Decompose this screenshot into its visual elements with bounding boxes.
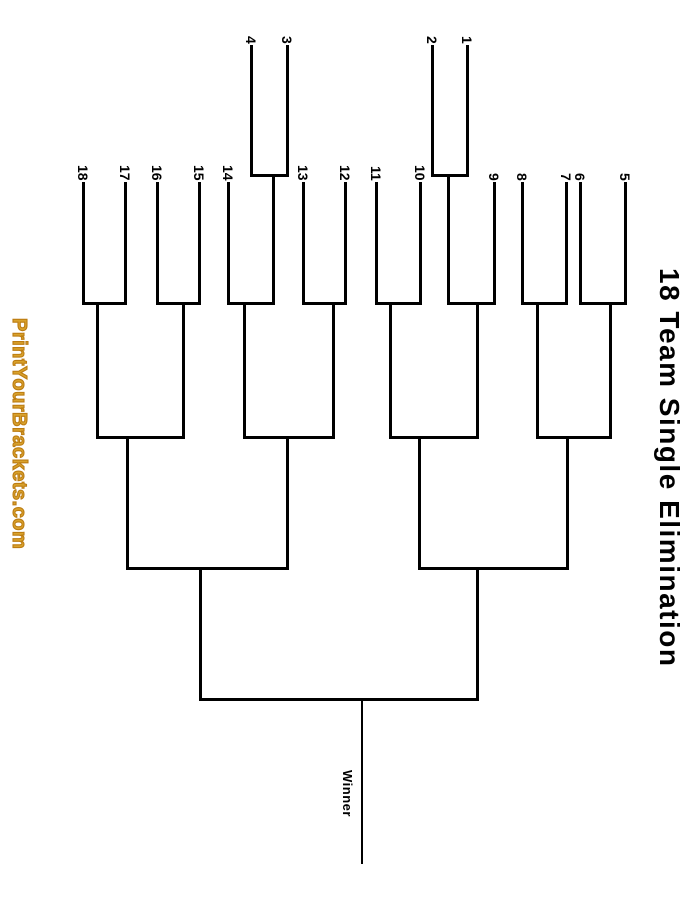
seed-label-2: 2	[424, 36, 440, 44]
seed-label-18: 18	[75, 165, 91, 181]
bracket-line	[430, 44, 434, 177]
bracket-line	[155, 301, 201, 305]
winner-label: Winner	[340, 770, 355, 817]
bracket-line	[564, 181, 568, 305]
bracket-line	[198, 566, 202, 701]
bracket-line	[343, 181, 347, 305]
bracket-line	[125, 566, 289, 570]
seed-label-1: 1	[459, 36, 475, 44]
seed-label-9: 9	[486, 173, 502, 181]
bracket-line	[565, 435, 569, 570]
bracket-line	[249, 44, 253, 177]
seed-label-13: 13	[295, 165, 311, 181]
seed-label-5: 5	[617, 173, 633, 181]
bracket-line	[226, 181, 230, 305]
bracket-line	[95, 301, 99, 439]
bracket-line	[271, 173, 275, 305]
bracket-line	[475, 301, 479, 439]
seed-label-4: 4	[243, 36, 259, 44]
bracket-line	[535, 301, 539, 439]
bracket-line	[578, 181, 582, 305]
bracket-line	[301, 181, 305, 305]
bracket-line	[388, 435, 479, 439]
bracket-line	[430, 173, 469, 177]
seed-label-16: 16	[149, 165, 165, 181]
bracket-line	[492, 181, 496, 305]
seed-label-17: 17	[117, 165, 133, 181]
seed-label-6: 6	[572, 173, 588, 181]
bracket-line	[623, 181, 627, 305]
bracket-line	[301, 301, 347, 305]
bracket-line	[374, 181, 378, 305]
bracket-line	[578, 301, 627, 305]
bracket-line	[123, 181, 127, 305]
bracket-line	[388, 301, 392, 439]
bracket-line	[608, 301, 612, 439]
watermark-printyourbrackets: PrintYourBrackets.com	[7, 317, 30, 550]
bracket-line	[285, 435, 289, 570]
bracket-line	[535, 435, 612, 439]
bracket-line	[361, 698, 363, 864]
bracket-title: 18 Team Single Elimination	[654, 268, 685, 668]
bracket-line	[181, 301, 185, 439]
seed-label-14: 14	[220, 165, 236, 181]
bracket-line	[417, 566, 569, 570]
bracket-line	[197, 181, 201, 305]
seed-label-7: 7	[558, 173, 574, 181]
bracket-line	[81, 181, 85, 305]
bracket-line	[285, 44, 289, 177]
bracket-line	[520, 301, 568, 305]
bracket-line	[198, 697, 479, 701]
bracket-line	[418, 181, 422, 305]
bracket-line	[242, 301, 246, 439]
seed-label-3: 3	[279, 36, 295, 44]
bracket-line	[374, 301, 422, 305]
bracket-line	[331, 301, 335, 439]
bracket-line	[475, 566, 479, 701]
seed-label-12: 12	[337, 165, 353, 181]
bracket-line	[81, 301, 127, 305]
bracket-line	[446, 301, 496, 305]
bracket-line	[125, 435, 129, 570]
bracket-line	[465, 44, 469, 177]
bracket-line	[155, 181, 159, 305]
bracket-line	[249, 173, 289, 177]
seed-label-15: 15	[191, 165, 207, 181]
bracket-line	[95, 435, 185, 439]
seed-label-8: 8	[514, 173, 530, 181]
bracket-line	[417, 435, 421, 570]
bracket-line	[226, 301, 275, 305]
bracket-line	[446, 173, 450, 305]
seed-label-11: 11	[368, 166, 384, 181]
bracket-line	[520, 181, 524, 305]
seed-label-10: 10	[412, 165, 428, 181]
bracket-line	[242, 435, 335, 439]
